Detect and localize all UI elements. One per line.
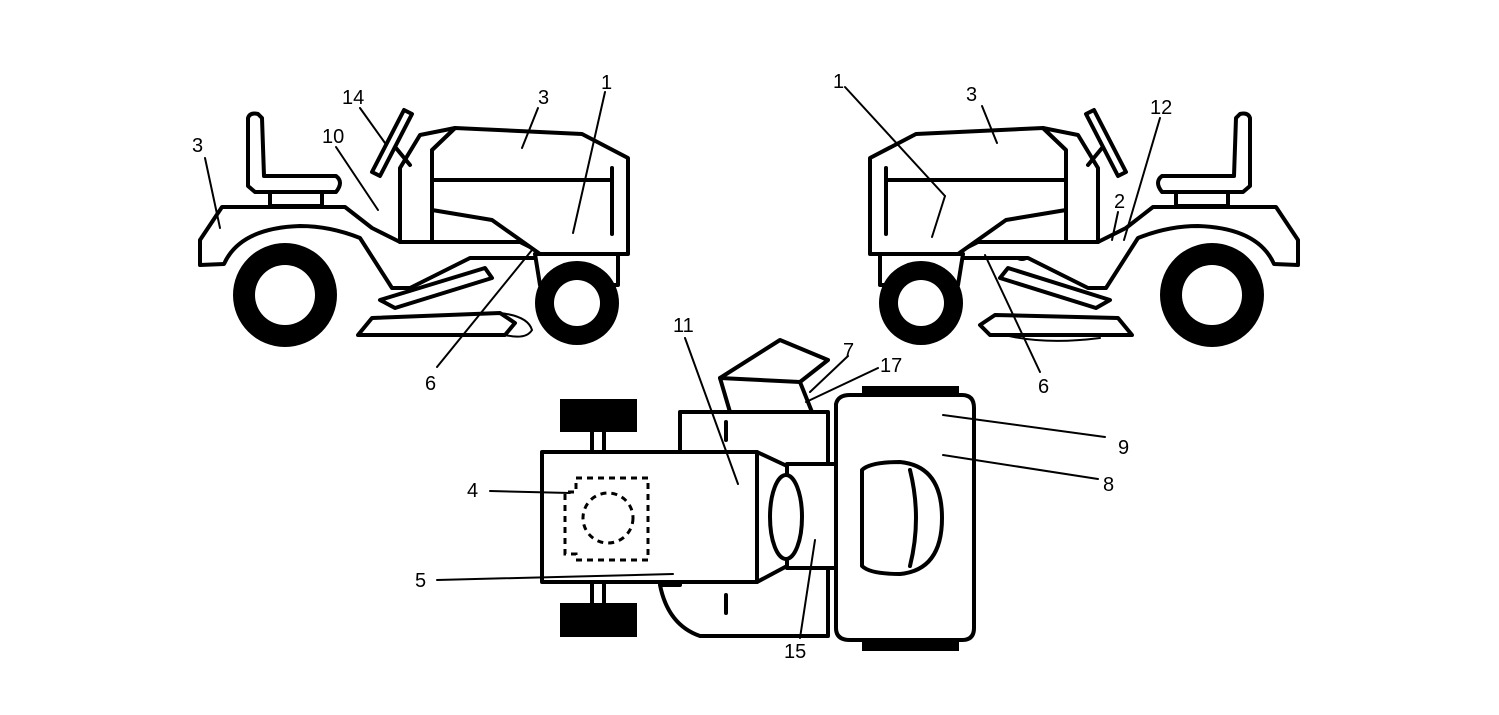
callout-right-2: 2 xyxy=(1114,191,1125,213)
callout-right-6: 6 xyxy=(1038,376,1049,398)
callout-top-11: 11 xyxy=(673,315,694,337)
left-steering-column xyxy=(394,146,412,167)
right-seat-post xyxy=(1174,190,1230,208)
top-seat xyxy=(860,460,944,576)
left-seat-post xyxy=(268,190,324,208)
tractor-left-side-view: 1 3 3 14 10 6 xyxy=(192,72,630,395)
right-deck-chute xyxy=(1004,334,1101,342)
right-mower-deck xyxy=(978,313,1134,337)
right-dash-tower xyxy=(1041,126,1100,244)
left-deck-chute xyxy=(499,312,534,338)
right-steering-column xyxy=(1086,146,1104,167)
callout-top-17: 17 xyxy=(880,355,902,377)
left-seat xyxy=(246,111,342,194)
callout-top-9: 9 xyxy=(1118,437,1129,459)
callout-right-12: 12 xyxy=(1150,97,1172,119)
left-steering-wheel xyxy=(370,108,414,178)
right-lift-arm xyxy=(998,266,1112,310)
top-engine-outline xyxy=(563,476,650,562)
callout-top-4: 4 xyxy=(467,480,478,502)
top-front-wheel-bottom xyxy=(560,603,637,637)
callout-right-3: 3 xyxy=(966,84,977,106)
left-dash-tower xyxy=(398,126,457,244)
top-chute-edge xyxy=(718,376,802,384)
left-hood xyxy=(430,126,630,256)
callout-left-3-hood: 3 xyxy=(538,87,549,109)
callout-left-14: 14 xyxy=(342,87,364,109)
callout-left-1: 1 xyxy=(601,72,612,94)
callout-left-6: 6 xyxy=(425,373,436,395)
top-engine-circle xyxy=(581,491,635,545)
callout-top-5: 5 xyxy=(415,570,426,592)
tractor-top-view: 11 7 17 9 8 4 5 15 xyxy=(415,315,1129,663)
callout-left-10: 10 xyxy=(322,126,344,148)
callout-top-15: 15 xyxy=(784,641,806,663)
left-mower-deck xyxy=(356,311,517,337)
top-hood xyxy=(540,450,789,584)
callout-right-1: 1 xyxy=(833,71,844,93)
right-steering-wheel xyxy=(1084,108,1128,178)
tractor-right-side-view: 1 3 12 2 6 xyxy=(833,71,1300,398)
top-discharge-chute xyxy=(718,338,830,414)
top-front-wheel-top xyxy=(560,399,637,432)
callout-left-3-fender: 3 xyxy=(192,135,203,157)
right-hood xyxy=(868,126,1068,256)
right-seat xyxy=(1156,111,1252,194)
callout-top-7: 7 xyxy=(843,340,854,362)
top-steering xyxy=(768,473,804,561)
callout-top-8: 8 xyxy=(1103,474,1114,496)
left-lift-arm xyxy=(378,266,494,310)
